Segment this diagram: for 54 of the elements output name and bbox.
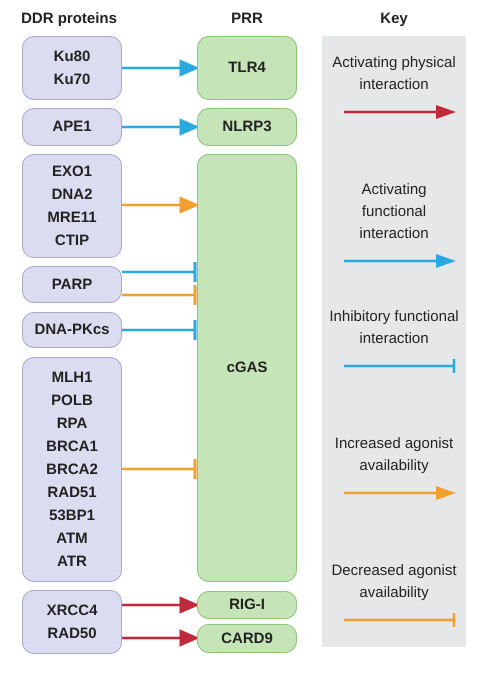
- column-heading: Key: [380, 10, 408, 27]
- protein-name: RAD51: [47, 484, 97, 502]
- protein-name: RPA: [56, 414, 88, 432]
- protein-name: MRE11: [47, 208, 97, 226]
- column-heading: DDR proteins: [21, 10, 117, 27]
- legend-text: Activating physical interaction: [331, 53, 457, 95]
- protein-box: [22, 154, 122, 258]
- legend-text: Decreased agonist availability: [330, 561, 458, 603]
- arrow: [122, 629, 200, 647]
- column-heading: PRR: [231, 10, 263, 27]
- protein-name: Ku70: [54, 70, 90, 88]
- protein-name: RIG-I: [229, 596, 265, 614]
- protein-name: PARP: [52, 276, 92, 294]
- receptor-box: [197, 624, 297, 653]
- protein-name: Ku80: [54, 48, 90, 66]
- protein-box: [22, 312, 122, 348]
- protein-name: BRCA2: [46, 460, 98, 478]
- legend-text: Activating functional interaction: [358, 180, 430, 244]
- receptor-box: [197, 154, 297, 582]
- legend-text: Inhibitory functional interaction: [329, 307, 459, 349]
- protein-name: BRCA1: [46, 438, 98, 456]
- protein-name: ATR: [57, 552, 87, 570]
- protein-box: [22, 266, 122, 303]
- protein-name: 53BP1: [49, 506, 95, 524]
- arrow: [122, 196, 200, 214]
- protein-name: MLH1: [52, 368, 92, 386]
- receptor-box: [197, 36, 297, 100]
- arrow: [122, 118, 200, 136]
- protein-box: [22, 36, 122, 100]
- protein-name: CTIP: [54, 232, 90, 250]
- legend-text: Increased agonist availability: [334, 434, 454, 476]
- arrow: [122, 596, 200, 614]
- protein-name: TLR4: [228, 59, 266, 77]
- receptor-box: [197, 108, 297, 146]
- inhibition-line: [122, 459, 196, 479]
- protein-name: POLB: [51, 392, 93, 410]
- inhibition-line: [122, 320, 196, 340]
- inhibition-line: [122, 262, 196, 282]
- protein-name: XRCC4: [46, 602, 98, 620]
- receptor-box: [197, 591, 297, 619]
- protein-box: [22, 590, 122, 654]
- protein-name: CARD9: [221, 630, 273, 648]
- protein-name: ATM: [56, 530, 88, 548]
- protein-name: APE1: [52, 118, 92, 136]
- protein-name: DNA-PKcs: [34, 321, 110, 339]
- protein-name: NLRP3: [222, 118, 272, 136]
- inhibition-line: [122, 285, 196, 305]
- protein-box: [22, 108, 122, 146]
- protein-name: RAD50: [47, 624, 97, 642]
- protein-name: EXO1: [52, 162, 92, 180]
- protein-box: [22, 357, 122, 582]
- protein-name: DNA2: [52, 186, 92, 204]
- arrow: [122, 59, 200, 77]
- protein-name: cGAS: [226, 359, 268, 377]
